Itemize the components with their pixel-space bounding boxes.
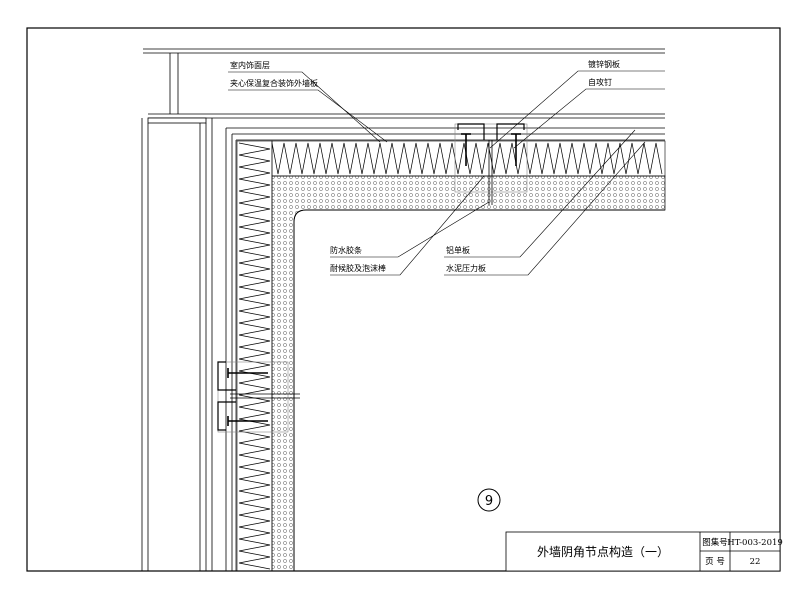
top-joint-fixings (454, 123, 528, 205)
label-sealant-foam-rod: 耐候胶及泡沫棒 (330, 263, 386, 273)
label-galvanized-steel-plate: 镀锌钢板 (588, 59, 620, 69)
page-number: 22 (750, 557, 761, 567)
callout-labels: 室内饰面层 夹心保温复合装饰外墙板 镀锌钢板 自攻钉 防水胶条 耐候胶及泡沫棒 … (230, 59, 620, 273)
label-aluminum-panel: 铝单板 (446, 245, 470, 255)
label-cement-board: 水泥压力板 (446, 263, 486, 273)
top-panel-insulation (271, 140, 666, 177)
detail-number: 9 (485, 494, 493, 509)
top-slab-lines (143, 48, 665, 119)
label-self-tapping-screw: 自攻钉 (588, 77, 612, 87)
aluminum-panel-line (293, 209, 665, 571)
atlas-number-value: HT-003-2019 (727, 538, 783, 548)
drawing-title: 外墙阴角节点构造（一） (537, 544, 669, 559)
label-waterproof-strip: 防水胶条 (330, 245, 362, 255)
panel-inner-skin (235, 139, 665, 571)
atlas-number-label: 图集号 (702, 537, 728, 548)
leader-lines (228, 70, 665, 276)
left-joint-fixings (217, 361, 300, 433)
drawing-border (26, 27, 781, 572)
title-block (505, 531, 781, 572)
steel-column (141, 53, 213, 571)
interior-finish-layer (225, 127, 665, 571)
left-panel-insulation (236, 140, 273, 572)
label-interior-finish: 室内饰面层 (230, 60, 270, 70)
page-label: 页 号 (705, 557, 725, 567)
cement-board-layer (271, 175, 666, 572)
detail-number-marker: 9 (477, 488, 501, 512)
label-sandwich-panel: 夹心保温复合装饰外墙板 (230, 78, 318, 88)
